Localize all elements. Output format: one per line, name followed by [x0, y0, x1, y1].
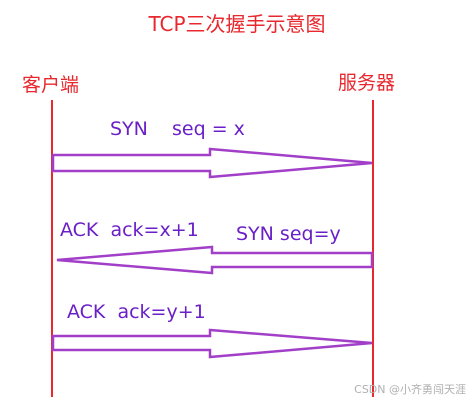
syn-reply-label: SYN seq=y — [236, 223, 341, 245]
syn-arrow — [51, 147, 373, 179]
watermark: CSDN @小齐勇闯天涯 — [354, 383, 466, 396]
diagram-title: TCP三次握手示意图 — [148, 12, 326, 36]
client-label: 客户端 — [22, 74, 80, 96]
server-label: 服务器 — [338, 72, 396, 94]
syn-message-label: SYN seq = x — [110, 118, 245, 140]
final-ack-label: ACK ack=y+1 — [67, 301, 206, 323]
syn-ack-arrow — [56, 245, 374, 275]
ack-arrow — [51, 328, 373, 359]
ack-reply-label: ACK ack=x+1 — [60, 219, 199, 241]
